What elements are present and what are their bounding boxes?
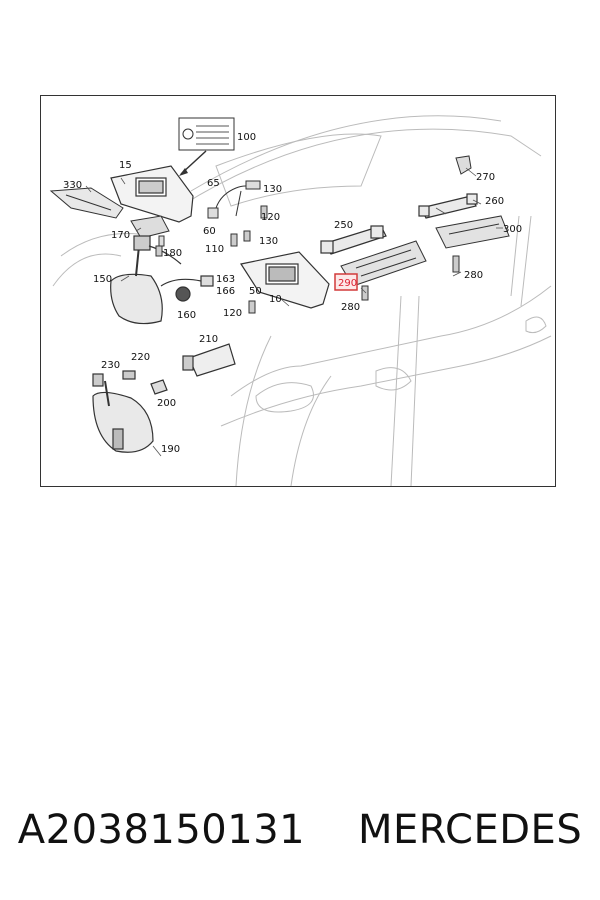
callout-220: 220 [131, 352, 150, 363]
callout-300: 300 [503, 224, 522, 235]
callout-163: 163 [216, 274, 235, 285]
brand-name: MERCEDES [357, 807, 583, 853]
callout-120b: 120 [223, 308, 242, 319]
part-number: A2038150131 [17, 807, 306, 853]
visor-bracket-part[interactable] [49, 187, 124, 219]
callout-200: 200 [157, 398, 176, 409]
callout-130: 130 [263, 184, 282, 195]
callout-65: 65 [207, 178, 220, 189]
callout-120: 120 [261, 212, 280, 223]
adhesive-tube-part[interactable] [182, 343, 236, 377]
callout-60: 60 [203, 226, 216, 237]
screw-parts[interactable] [155, 205, 460, 314]
callout-150: 150 [93, 274, 112, 285]
part-caption: A2038150131 MERCEDES [0, 800, 600, 860]
vanity-lamp-wiring-part[interactable] [207, 180, 261, 219]
callout-170: 170 [111, 230, 130, 241]
visor-mount-part[interactable] [130, 215, 170, 247]
callout-260: 260 [485, 196, 504, 207]
leader-lines [85, 167, 503, 457]
callout-100: 100 [237, 132, 256, 143]
callout-290-highlight[interactable]: 290 [334, 273, 358, 291]
callout-15: 15 [119, 160, 132, 171]
callout-110: 110 [205, 244, 224, 255]
right-sun-visor-part[interactable] [240, 251, 330, 309]
parts-diagram-frame: 100 15 330 65 130 60 120 170 180 110 130… [40, 95, 556, 487]
callout-280: 280 [341, 302, 360, 313]
callout-330: 330 [63, 180, 82, 191]
highlight-box [334, 273, 358, 291]
callout-130b: 130 [259, 236, 278, 247]
left-sun-visor-part[interactable] [110, 165, 194, 223]
grab-handle-part[interactable] [320, 225, 387, 255]
rear-view-mirror-part[interactable] [110, 235, 214, 325]
callout-50: 50 [249, 286, 262, 297]
warning-label-part[interactable] [178, 117, 235, 176]
callout-250: 250 [334, 220, 353, 231]
callout-190: 190 [161, 444, 180, 455]
callout-280b: 280 [464, 270, 483, 281]
handle-clip-part[interactable] [455, 155, 472, 175]
car-body-outline [52, 115, 552, 487]
callout-10: 10 [269, 294, 282, 305]
right-roof-bracket-part[interactable] [435, 215, 510, 249]
right-grab-handle-part[interactable] [418, 193, 478, 219]
parts-diagram: 100 15 330 65 130 60 120 170 180 110 130… [49, 115, 552, 487]
callout-290: 290 [338, 278, 357, 289]
callout-230: 230 [101, 360, 120, 371]
callout-270: 270 [476, 172, 495, 183]
callout-166: 166 [216, 286, 235, 297]
callout-160: 160 [177, 310, 196, 321]
auto-dimming-mirror-part[interactable] [92, 370, 168, 453]
callout-180: 180 [163, 248, 182, 259]
callout-210: 210 [199, 334, 218, 345]
